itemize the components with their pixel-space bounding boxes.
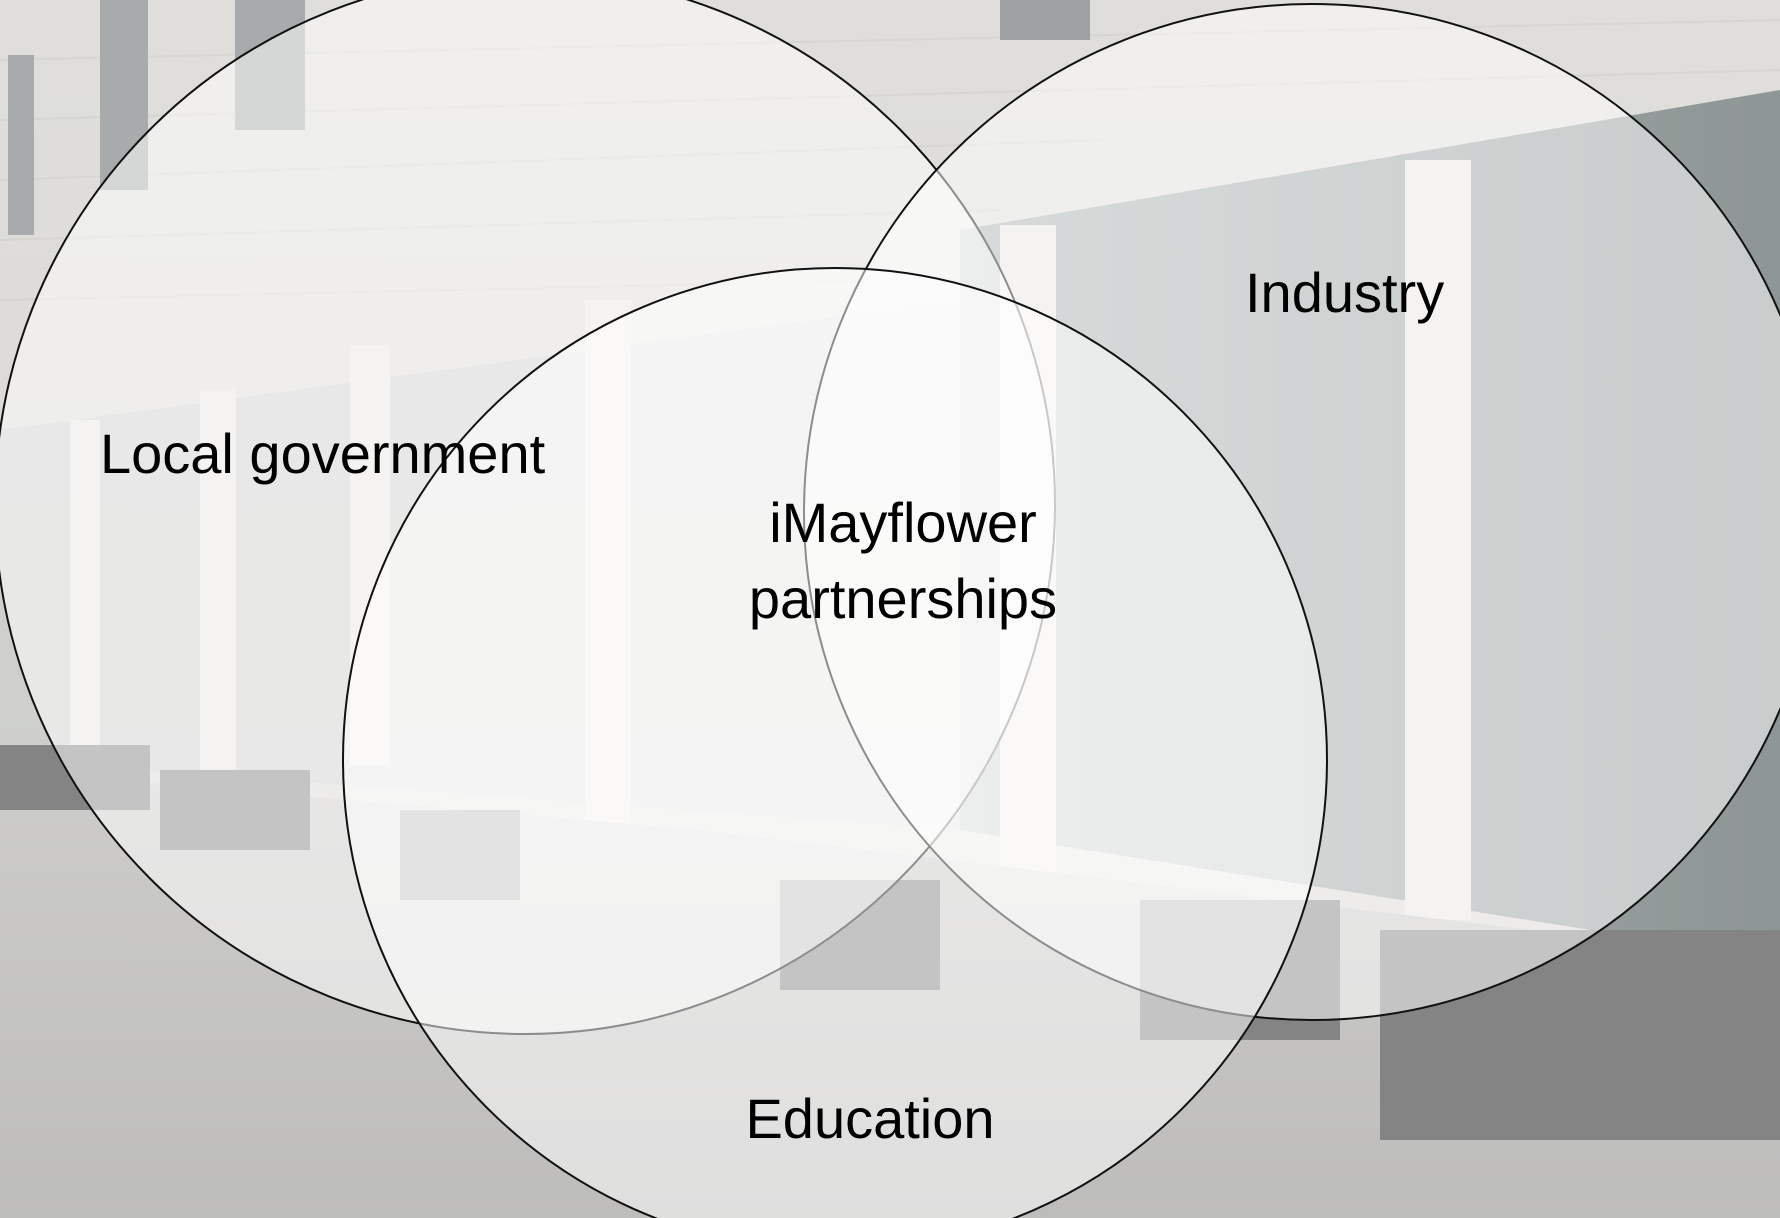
industry-label: Industry bbox=[1245, 261, 1444, 324]
upper-window bbox=[1000, 0, 1090, 40]
intersection-label-line2: partnerships bbox=[749, 567, 1057, 630]
intersection-label-line1: iMayflower bbox=[769, 491, 1037, 554]
upper-window bbox=[8, 55, 34, 235]
education-circle[interactable] bbox=[342, 267, 1328, 1218]
local-government-label: Local government bbox=[100, 422, 546, 485]
education-label: Education bbox=[745, 1087, 994, 1150]
